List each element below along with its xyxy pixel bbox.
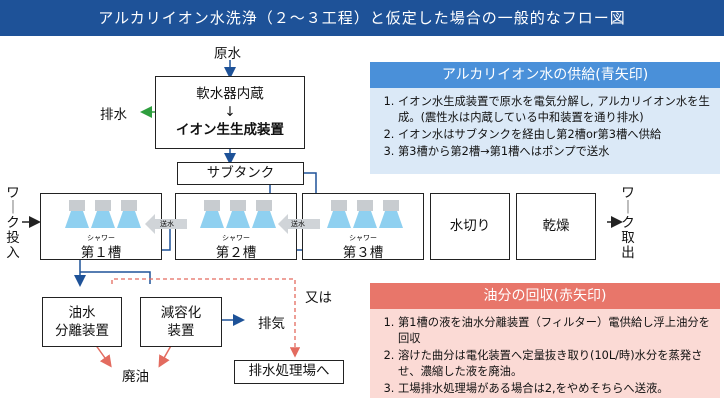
ion-water-generator: 軟水器内蔵 ↓ イオン生生成装置 [155,76,305,149]
subtank-label: サブタンク [206,165,275,181]
alkaline-item-3: 第3槽から第2槽→第1槽へはポンプで送水 [398,144,710,160]
separator-line2: 分離装置 [55,323,109,339]
drying-box: 乾燥 [516,193,596,260]
work-out-label: ワ｜ク取出 [621,185,635,261]
alkaline-item-1: イオン水生成装置で原水を電気分解し, アルカリイオン水を生成。(震性水は内蔵して… [398,94,710,126]
reducer-line1: 減容化 [160,305,202,321]
subtank: サブタンク [177,162,304,185]
softener-line2: イオン生生成装置 [176,122,284,138]
drying-label: 乾燥 [542,218,570,234]
water-feed-arrow-icon-1 [145,214,187,234]
reducer-to-waste-oil [158,343,173,368]
shower-nozzles-1 [65,200,141,228]
draining-label: 水切り [449,218,491,234]
water-feed-label-2: 送水 [291,220,305,228]
oil-water-separator: 油水 分離装置 [42,297,122,347]
shower-label-3: シャワー [349,234,377,242]
oil-item-1: 第1槽の液を油水分離装置（フィルター）電供給し浮上油分を回収 [398,315,710,347]
page-title: アルカリイオン水洗浄（２～３工程）と仮定した場合の一般的なフロー図 [0,0,724,36]
oil-panel-header: 油分の回収(赤矢印) [370,283,720,309]
softener-line1: 軟水器内蔵 [196,86,264,102]
oil-item-2: 溶けた曲分は電化装置へ定量抜き取り(10L/時)水分を蒸発させ、濃縮した液を廃油… [398,348,710,380]
water-feed-arrow-icon-2 [278,214,320,234]
oil-panel-list: 第1槽の液を油水分離装置（フィルター）電供給し浮上油分を回収 溶けた曲分は電化装… [370,309,720,397]
tank-2: シャワー 第２槽 [175,193,297,261]
shower-nozzles-2 [200,200,276,228]
alkaline-panel-list: イオン水生成装置で原水を電気分解し, アルカリイオン水を生成。(震性水は内蔵して… [370,88,720,160]
shower-label-2: シャワー [222,234,250,242]
shower-nozzles-3 [327,200,403,228]
red-dashed-route [111,278,301,358]
alkaline-supply-panel: アルカリイオン水の供給(青矢印) イオン水生成装置で原水を電気分解し, アルカリ… [370,62,720,174]
tank-2-label: 第２槽 [215,245,257,261]
reducer-line2: 装置 [167,323,195,339]
tank1-to-reducer [80,271,151,284]
volume-reducer: 減容化 装置 [140,297,222,347]
oil-item-3: 工場排水処理場がある場合は2,をやめそちらへ送液。 [398,381,710,397]
tank-3: シャワー 第３槽 [302,193,424,261]
treatment-plant-box: 排水処理場へ [234,360,344,384]
softener-arrow: ↓ [224,104,236,120]
source-water-label: 原水 [214,46,241,62]
exhaust-label: 排気 [258,316,285,332]
drain-label: 排水 [100,107,127,123]
treatment-plant-label: 排水処理場へ [248,363,330,379]
draining-box: 水切り [430,193,510,260]
shower-label-1: シャワー [87,234,115,242]
oil-recovery-panel: 油分の回収(赤矢印) 第1槽の液を油水分離装置（フィルター）電供給し浮上油分を回… [370,283,720,398]
or-label: 又は [305,290,332,306]
water-feed-label-1: 送水 [160,220,174,228]
tank-3-label: 第３槽 [342,245,384,261]
alkaline-panel-header: アルカリイオン水の供給(青矢印) [370,62,720,88]
separator-line1: 油水 [68,305,96,321]
alkaline-item-2: イオン水はサブタンクを経由し第2槽or第3槽へ供給 [398,127,710,143]
tank-1-label: 第１槽 [80,245,122,261]
separator-to-waste-oil [94,343,112,368]
tank-1: シャワー 第１槽 [40,193,162,261]
work-in-label: ワ｜ク投入 [6,185,20,261]
waste-oil-label: 廃油 [122,369,149,385]
subtank-to-tanks [269,172,317,193]
